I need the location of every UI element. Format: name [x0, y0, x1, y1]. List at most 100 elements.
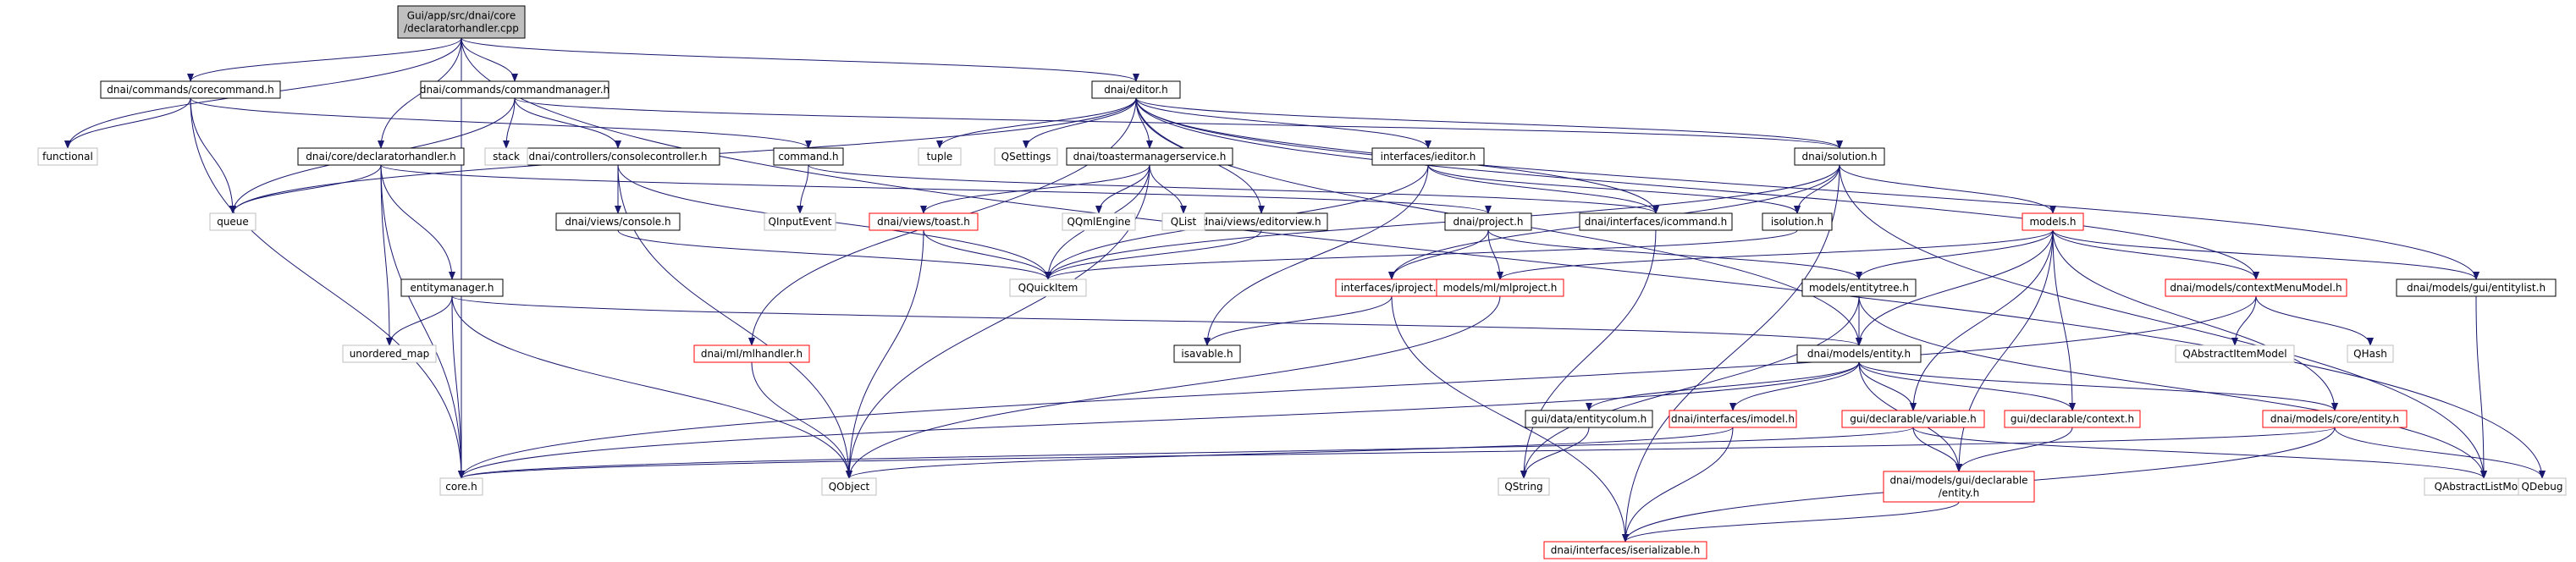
edge-models-h-to-gui-context-h	[2052, 229, 2076, 411]
node-label-gui-variable-h: gui/declarable/variable.h	[1850, 413, 1976, 425]
node-gui-context-h[interactable]: gui/declarable/context.h	[2004, 410, 2141, 428]
node-label-project-h: dnai/project.h	[1453, 216, 1523, 228]
edge-ieditor-h-to-isavable-h	[1204, 164, 1429, 346]
node-label-qstring: QString	[1504, 481, 1542, 493]
node-label-tuple: tuple	[927, 151, 953, 163]
node-box-core-h	[439, 477, 483, 496]
node-box-views-console-h	[555, 212, 681, 231]
node-ieditor-h[interactable]: interfaces/ieditor.h	[1371, 147, 1485, 166]
node-entitycolum-h[interactable]: gui/data/entitycolum.h	[1525, 410, 1653, 428]
node-commandmanager-h[interactable]: dnai/commands/commandmanager.h	[420, 80, 610, 99]
node-label-corecommand-h: dnai/commands/corecommand.h	[107, 84, 273, 96]
edge-command-h-to-qinputevent	[797, 164, 809, 214]
node-box-iserializable-h	[1543, 541, 1707, 559]
node-label-core-declaratorhandler-cpp: /declaratorhandler.cpp	[404, 23, 519, 35]
edge-models-h-to-entitytree-h	[1856, 229, 2054, 280]
node-label-ieditor-h: interfaces/ieditor.h	[1381, 151, 1476, 163]
edge-contextmenumodel-h-to-qabstractitemmodel	[2231, 295, 2257, 346]
node-core-declaratorhandler-cpp[interactable]: Gui/app/src/dnai/core/declaratorhandler.…	[397, 5, 526, 39]
edge-entitymanager-h-to-unordered-map	[386, 295, 453, 346]
node-box-qinputevent	[764, 212, 836, 231]
node-label-imodel-h: dnai/interfaces/imodel.h	[1671, 413, 1795, 425]
edge-isolution-h-to-qquickitem	[1045, 229, 1798, 280]
node-entitytree-h[interactable]: models/entitytree.h	[1801, 278, 1917, 297]
node-toastermanagerservice-h[interactable]: dnai/toastermanagerservice.h	[1066, 147, 1233, 166]
edge-toastermanagerservice-h-to-views-toast-h	[920, 164, 1150, 214]
node-isavable-h[interactable]: isavable.h	[1173, 344, 1241, 363]
node-box-solution-h	[1794, 147, 1885, 166]
edge-corecommand-h-to-command-h	[190, 97, 812, 149]
edge-views-toast-h-to-qobject	[846, 229, 924, 479]
node-label-mlhandler-h: dnai/ml/mlhandler.h	[701, 348, 803, 360]
node-entitymanager-h[interactable]: entitymanager.h	[400, 278, 504, 297]
node-box-stack	[484, 147, 528, 166]
node-box-isolution-h	[1762, 212, 1833, 231]
node-isolution-h[interactable]: isolution.h	[1762, 212, 1833, 231]
node-label-command-h: command.h	[778, 151, 838, 163]
node-label-iserializable-h: dnai/interfaces/iserializable.h	[1551, 544, 1700, 556]
node-box-qsettings	[994, 147, 1058, 166]
node-imodel-h[interactable]: dnai/interfaces/imodel.h	[1669, 410, 1797, 428]
edge-entitymanager-h-to-qobject	[451, 295, 852, 479]
node-label-mlproject-h: models/ml/mlproject.h	[1443, 282, 1558, 294]
node-project-h[interactable]: dnai/project.h	[1444, 212, 1532, 231]
node-gui-declarable-entity-h[interactable]: dnai/models/gui/declarable/entity.h	[1883, 471, 2035, 503]
node-box-qquickitem	[1009, 278, 1087, 297]
node-solution-h[interactable]: dnai/solution.h	[1794, 147, 1885, 166]
edge-commandmanager-h-to-consolecontroller-h	[514, 97, 621, 149]
node-mlhandler-h[interactable]: dnai/ml/mlhandler.h	[693, 344, 810, 363]
node-views-toast-h[interactable]: dnai/views/toast.h	[869, 212, 979, 231]
node-consolecontroller-h[interactable]: dnai/controllers/consolecontroller.h	[516, 147, 720, 166]
node-label-core-h: core.h	[445, 481, 477, 493]
node-command-h[interactable]: command.h	[773, 147, 844, 166]
nodes-layer: Gui/app/src/dnai/core/declaratorhandler.…	[37, 5, 2567, 559]
node-iproject-h[interactable]: interfaces/iproject.h	[1335, 278, 1448, 297]
edge-models-h-to-entitylist-h	[2052, 229, 2479, 280]
node-contextmenumodel-h[interactable]: dnai/models/contextMenuModel.h	[2165, 278, 2347, 297]
node-models-entity-h[interactable]: dnai/models/entity.h	[1796, 344, 1922, 363]
node-core-entity-h[interactable]: dnai/models/core/entity.h	[2262, 410, 2408, 428]
node-icommand-h[interactable]: dnai/interfaces/icommand.h	[1579, 212, 1733, 231]
node-box-core-declaratorhandler-cpp	[397, 5, 526, 39]
edge-toastermanagerservice-h-to-qqmlengine	[1095, 164, 1150, 214]
node-box-entitymanager-h	[400, 278, 504, 297]
node-box-commandmanager-h	[420, 80, 610, 99]
node-box-core-entity-h	[2262, 410, 2408, 428]
edge-toastermanagerservice-h-to-qobject	[846, 164, 1150, 479]
node-label-gui-declarable-entity-h: dnai/models/gui/declarable	[1889, 475, 2027, 487]
edge-entitytree-h-to-qstring	[1520, 295, 1860, 479]
node-entitylist-h[interactable]: dnai/models/gui/entitylist.h	[2396, 278, 2557, 297]
edge-entitymanager-h-to-core-h	[451, 295, 465, 479]
node-editor-h[interactable]: dnai/editor.h	[1091, 80, 1181, 99]
node-box-project-h	[1444, 212, 1532, 231]
node-label-qlist: QList	[1171, 216, 1197, 228]
edge-icommand-h-to-qstring	[1520, 229, 1657, 479]
node-label-functional: functional	[42, 151, 93, 163]
edge-gui-context-h-to-gui-declarable-entity-h	[1955, 427, 2073, 472]
node-label-consolecontroller-h: dnai/controllers/consolecontroller.h	[529, 151, 708, 163]
node-label-views-toast-h: dnai/views/toast.h	[877, 216, 970, 228]
node-label-qqmlengine: QQmlEngine	[1067, 216, 1130, 228]
node-mlproject-h[interactable]: models/ml/mlproject.h	[1436, 278, 1564, 297]
edge-models-h-to-contextmenumodel-h	[2052, 229, 2259, 280]
node-box-functional	[37, 147, 98, 166]
node-box-models-entity-h	[1796, 344, 1922, 363]
edge-gui-declarable-entity-h-to-iserializable-h	[1622, 501, 1960, 543]
node-editorview-h[interactable]: dnai/views/editorview.h	[1194, 212, 1328, 231]
edge-editor-h-to-qsettings	[1023, 97, 1137, 149]
node-qdebug: QDebug	[2518, 477, 2567, 496]
edge-views-console-h-to-qquickitem	[617, 229, 1051, 280]
node-box-core-declaratorhandler-h	[297, 147, 465, 166]
node-iserializable-h[interactable]: dnai/interfaces/iserializable.h	[1543, 541, 1707, 559]
node-label-commandmanager-h: dnai/commands/commandmanager.h	[420, 84, 610, 96]
node-box-gui-declarable-entity-h	[1883, 471, 2035, 503]
node-box-gui-variable-h	[1841, 410, 1985, 428]
edge-models-entity-h-to-core-h	[458, 361, 1860, 479]
node-models-h[interactable]: models.h	[2022, 212, 2084, 231]
node-box-models-h	[2022, 212, 2084, 231]
node-corecommand-h[interactable]: dnai/commands/corecommand.h	[100, 80, 281, 99]
edge-core-declaratorhandler-cpp-to-commandmanager-h	[461, 37, 518, 82]
node-core-declaratorhandler-h[interactable]: dnai/core/declaratorhandler.h	[297, 147, 465, 166]
node-gui-variable-h[interactable]: gui/declarable/variable.h	[1841, 410, 1985, 428]
node-views-console-h[interactable]: dnai/views/console.h	[555, 212, 681, 231]
